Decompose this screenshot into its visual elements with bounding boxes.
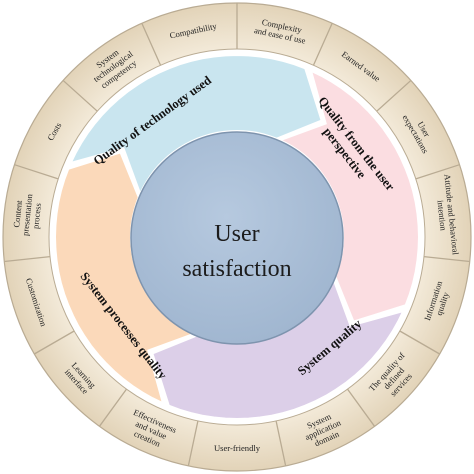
outer-ring-divider [4, 256, 51, 263]
outer-ring-divider [376, 79, 412, 112]
center-title-line2: satisfaction [182, 256, 291, 282]
outer-ring-divider [346, 388, 376, 427]
center-circle [130, 131, 344, 345]
outer-ring-divider [14, 164, 59, 180]
outer-ring-divider [415, 164, 460, 180]
outer-factor: User-friendly [214, 443, 261, 453]
outer-factor-label: process [30, 202, 43, 229]
outer-factor-label: intention [435, 200, 448, 232]
outer-ring-divider [62, 79, 98, 112]
outer-ring-divider [275, 420, 287, 467]
outer-factor-label: User-friendly [214, 443, 261, 453]
outer-ring-divider [399, 330, 440, 355]
center-title-line1: User [214, 221, 259, 247]
outer-ring-divider [312, 22, 333, 66]
outer-ring-divider [34, 330, 75, 355]
outer-ring-divider [187, 420, 199, 467]
outer-factor-label: presentation [20, 193, 34, 237]
outer-ring-divider [423, 256, 470, 263]
outer-ring-divider [98, 388, 128, 427]
outer-ring-divider [141, 22, 162, 66]
outer-factor-label: Content [11, 199, 24, 228]
outer-ring-dividers [4, 3, 470, 467]
